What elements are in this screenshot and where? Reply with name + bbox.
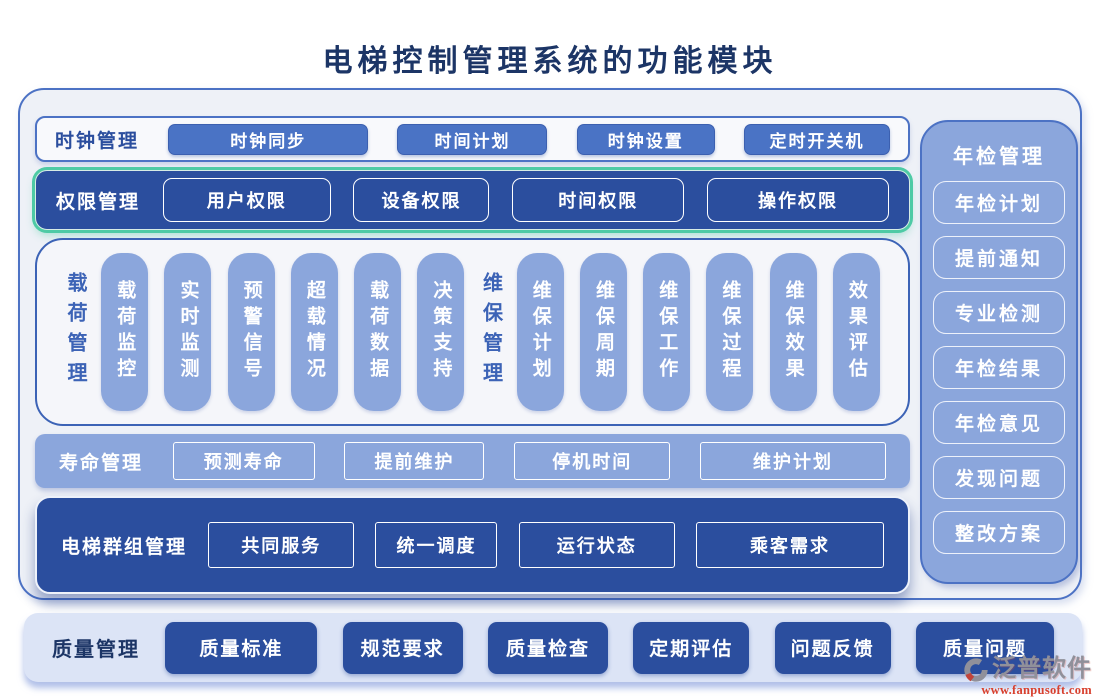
- vendor-watermark: 泛普软件 www.fanpusoft.com: [962, 656, 1092, 697]
- early-maintenance-button[interactable]: 提前维护: [344, 442, 485, 480]
- operation-permission-button[interactable]: 操作权限: [706, 178, 889, 222]
- watermark-brand-row: 泛普软件: [962, 656, 1092, 684]
- elevator-group-management-section: 电梯群组管理 共同服务 统一调度 运行状态 乘客需求: [35, 496, 910, 594]
- time-plan-button[interactable]: 时间计划: [397, 123, 548, 155]
- annual-inspection-title: 年检管理: [953, 146, 1045, 168]
- clock-management-label: 时钟管理: [55, 130, 140, 152]
- downtime-button[interactable]: 停机时间: [514, 442, 671, 480]
- lifespan-management-section: 寿命管理 预测寿命 提前维护 停机时间 维护计划: [35, 434, 910, 488]
- specification-requirement-button[interactable]: 规范要求: [342, 621, 463, 674]
- main-panel: 时钟管理 时钟同步 时间计划 时钟设置 定时开关机 权限管理 用户权限 设备权限…: [18, 88, 1082, 600]
- passenger-demand-button[interactable]: 乘客需求: [695, 522, 884, 568]
- shared-service-button[interactable]: 共同服务: [208, 522, 355, 568]
- maintenance-management-label: 维保管理: [479, 272, 502, 392]
- advance-notice-button[interactable]: 提前通知: [933, 236, 1065, 279]
- found-issues-button[interactable]: 发现问题: [933, 456, 1065, 499]
- quality-management-section: 质量管理 质量标准 规范要求 质量检查 定期评估 问题反馈 质量问题: [24, 613, 1082, 682]
- load-management-label: 载荷管理: [64, 272, 86, 392]
- decision-support-pill[interactable]: 决策支持: [417, 253, 465, 411]
- inspection-result-button[interactable]: 年检结果: [933, 346, 1065, 389]
- device-permission-button[interactable]: 设备权限: [353, 178, 490, 222]
- quality-standard-button[interactable]: 质量标准: [165, 621, 318, 674]
- permission-management-label: 权限管理: [56, 191, 141, 213]
- warning-signal-pill[interactable]: 预警信号: [227, 253, 275, 411]
- fanpu-logo-icon: [962, 656, 990, 684]
- watermark-brand-text: 泛普软件: [992, 656, 1092, 683]
- page-title: 电梯控制管理系统的功能模块: [322, 45, 778, 78]
- inspection-opinion-button[interactable]: 年检意见: [933, 401, 1065, 444]
- maintenance-plan-pill[interactable]: 维保计划: [516, 253, 564, 411]
- time-permission-button[interactable]: 时间权限: [512, 178, 685, 222]
- overload-status-pill[interactable]: 超载情况: [290, 253, 338, 411]
- realtime-monitor-pill[interactable]: 实时监测: [164, 253, 212, 411]
- load-maintenance-section: 载荷管理 载荷监控 实时监测 预警信号 超载情况 载荷数据 决策支持 维保管理 …: [35, 238, 910, 426]
- rectification-plan-button[interactable]: 整改方案: [933, 511, 1065, 554]
- clock-sync-button[interactable]: 时钟同步: [168, 123, 369, 155]
- watermark-url: www.fanpusoft.com: [981, 682, 1092, 697]
- unified-dispatch-button[interactable]: 统一调度: [375, 522, 498, 568]
- load-monitor-pill[interactable]: 载荷监控: [101, 253, 149, 411]
- clock-management-section: 时钟管理 时钟同步 时间计划 时钟设置 定时开关机: [35, 116, 910, 162]
- scheduled-power-button[interactable]: 定时开关机: [743, 123, 890, 155]
- quality-check-button[interactable]: 质量检查: [487, 621, 608, 674]
- effect-evaluation-pill[interactable]: 效果评估: [832, 253, 880, 411]
- annual-inspection-plan-button[interactable]: 年检计划: [933, 181, 1065, 224]
- maintenance-effect-pill[interactable]: 维保效果: [769, 253, 817, 411]
- quality-issue-button[interactable]: 质量问题: [915, 621, 1054, 674]
- maintenance-cycle-pill[interactable]: 维保周期: [579, 253, 627, 411]
- periodic-evaluation-button[interactable]: 定期评估: [633, 621, 750, 674]
- module-rows: 时钟管理 时钟同步 时间计划 时钟设置 定时开关机 权限管理 用户权限 设备权限…: [35, 116, 910, 594]
- quality-management-label: 质量管理: [52, 639, 140, 661]
- elevator-group-management-label: 电梯群组管理: [61, 536, 188, 558]
- predict-lifespan-button[interactable]: 预测寿命: [172, 442, 315, 480]
- maintenance-schedule-button[interactable]: 维护计划: [699, 442, 886, 480]
- professional-testing-button[interactable]: 专业检测: [933, 291, 1065, 334]
- running-status-button[interactable]: 运行状态: [518, 522, 675, 568]
- issue-feedback-button[interactable]: 问题反馈: [774, 621, 891, 674]
- lifespan-management-label: 寿命管理: [59, 452, 144, 474]
- permission-management-section: 权限管理 用户权限 设备权限 时间权限 操作权限: [35, 170, 910, 230]
- annual-inspection-panel: 年检管理 年检计划 提前通知 专业检测 年检结果 年检意见 发现问题 整改方案: [920, 120, 1078, 584]
- maintenance-process-pill[interactable]: 维保过程: [706, 253, 754, 411]
- load-data-pill[interactable]: 载荷数据: [354, 253, 402, 411]
- maintenance-work-pill[interactable]: 维保工作: [643, 253, 691, 411]
- clock-setting-button[interactable]: 时钟设置: [576, 123, 715, 155]
- user-permission-button[interactable]: 用户权限: [162, 178, 331, 222]
